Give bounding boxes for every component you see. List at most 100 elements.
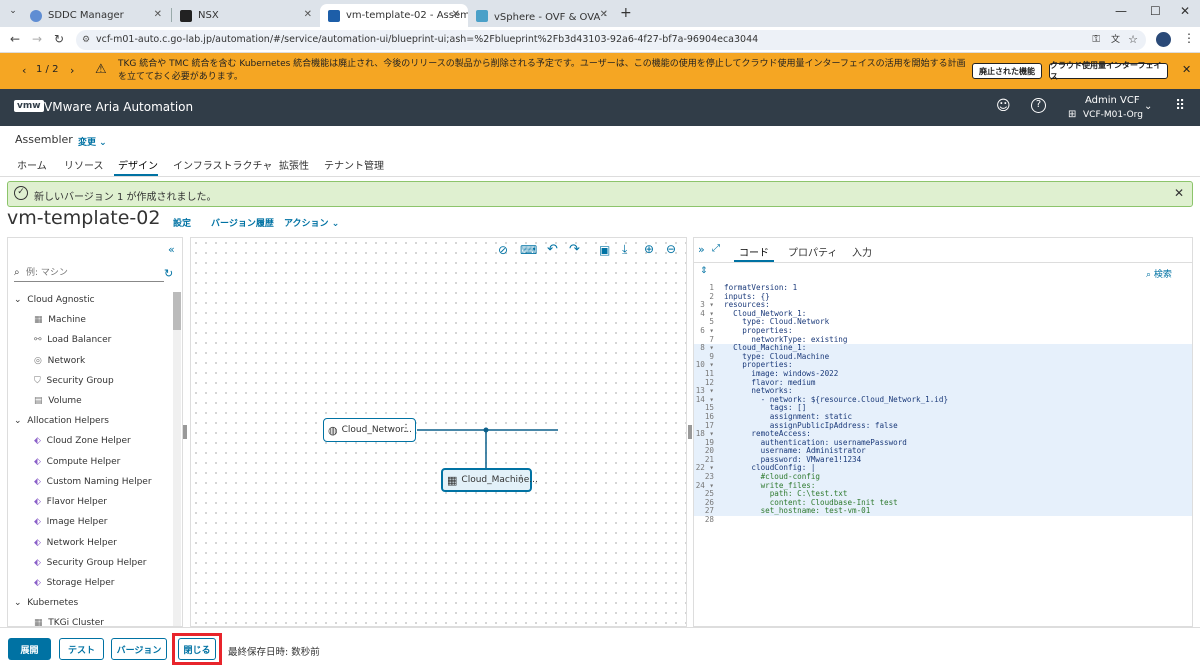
palette-item-security-group-helper[interactable]: ⬖ Security Group Helper [34, 558, 147, 568]
chrome-menu-icon[interactable]: ⋮ [1183, 31, 1195, 45]
palette-item-security-group[interactable]: ⛉ Security Group [34, 376, 114, 386]
collapse-editor-icon[interactable]: » [698, 243, 705, 256]
prev-notice-icon[interactable]: ‹ [22, 64, 27, 77]
palette-item-load-balancer[interactable]: ⚯ Load Balancer [34, 335, 112, 345]
forward-icon[interactable]: → [32, 32, 43, 46]
palette-item-compute-helper[interactable]: ⬖ Compute Helper [34, 457, 121, 467]
reload-icon[interactable]: ↻ [54, 32, 65, 46]
close-tab-icon[interactable]: ✕ [303, 9, 312, 20]
user-name[interactable]: Admin VCF [1085, 95, 1140, 106]
tab-code[interactable]: コード [739, 248, 769, 259]
zoom-in-icon[interactable]: ⊕ [644, 242, 655, 256]
palette-item-machine[interactable]: ▦ Machine [34, 315, 86, 325]
close-tab-icon[interactable]: ✕ [599, 9, 608, 20]
user-menu-chevron-icon[interactable]: ⌄ [1144, 101, 1153, 112]
tab-tenant-management[interactable]: テナント管理 [324, 161, 384, 172]
tab-properties[interactable]: プロパティ [788, 248, 838, 259]
translate-icon[interactable]: 文 [1110, 35, 1120, 45]
back-icon[interactable]: ← [10, 32, 21, 46]
right-splitter-handle[interactable] [688, 425, 692, 439]
node-menu-icon[interactable]: ⋮ [401, 423, 411, 434]
network-icon: ◎ [34, 356, 42, 366]
chevron-down-icon: ⌄ [99, 138, 107, 148]
keyboard-icon[interactable]: ⌨ [520, 243, 538, 257]
palette-item-cloud-zone-helper[interactable]: ⬖ Cloud Zone Helper [34, 436, 131, 446]
fold-toggle-icon[interactable]: ⇕ [700, 266, 708, 276]
palette-item-storage-helper[interactable]: ⬖ Storage Helper [34, 578, 115, 588]
version-history-link[interactable]: バージョン履歴 [211, 219, 274, 229]
actions-menu[interactable]: アクション ⌄ [284, 216, 339, 229]
tab-design[interactable]: デザイン [118, 161, 158, 172]
new-tab-button[interactable]: + [620, 5, 632, 21]
palette-item-tkgi-cluster[interactable]: ▦ TKGi Cluster [34, 618, 104, 627]
tab-inputs[interactable]: 入力 [852, 248, 872, 259]
palette-item-flavor-helper[interactable]: ⬖ Flavor Helper [34, 497, 107, 507]
cloud-consumption-button[interactable]: クラウド使用量インターフェイス [1049, 61, 1168, 81]
next-notice-icon[interactable]: › [70, 64, 75, 77]
org-name[interactable]: VCF-M01-Org [1083, 110, 1143, 120]
left-splitter-handle[interactable] [183, 425, 187, 439]
expand-editor-icon[interactable]: ⤢ [712, 243, 720, 254]
tab-extensibility[interactable]: 拡張性 [279, 161, 309, 172]
palette-item-custom-naming-helper[interactable]: ⬖ Custom Naming Helper [34, 477, 152, 487]
zoom-out-icon[interactable]: ⊖ [666, 242, 677, 256]
test-button[interactable]: テスト [59, 638, 104, 660]
tab-search-icon[interactable]: ⌄ [9, 6, 17, 16]
collapse-palette-icon[interactable]: « [168, 243, 175, 256]
canvas-node-cloud-network[interactable]: ◍ Cloud_Networ... ⋮ [323, 418, 416, 442]
maximize-icon[interactable]: ☐ [1150, 4, 1161, 18]
redo-icon[interactable]: ↷ [569, 242, 580, 257]
dismiss-alert-icon[interactable]: ✕ [1173, 186, 1184, 200]
palette-search[interactable]: ⌕ [14, 266, 164, 282]
design-canvas[interactable]: ⊘ ⌨ ↶ ↷ ▣ ⤓ ⊕ ⊖ ◍ Cloud_Networ... ⋮ ▦ Cl… [190, 237, 687, 627]
key-icon[interactable]: ⚿ [1092, 34, 1100, 45]
help-icon[interactable]: ? [1031, 98, 1046, 113]
tab-infrastructure[interactable]: インフラストラクチャ [173, 161, 273, 172]
settings-link[interactable]: 設定 [173, 219, 192, 229]
bookmark-star-icon[interactable]: ☆ [1128, 33, 1138, 46]
refresh-icon[interactable]: ↻ [164, 267, 174, 280]
palette-item-image-helper[interactable]: ⬖ Image Helper [34, 517, 108, 527]
browser-tab-sddc[interactable]: SDDC Manager✕ [22, 4, 170, 27]
group-cloud-agnostic[interactable]: ⌄ Cloud Agnostic [14, 295, 95, 305]
group-allocation-helpers[interactable]: ⌄ Allocation Helpers [14, 416, 109, 426]
browser-tab-assembler[interactable]: vm-template-02 - Assembler✕ [320, 4, 468, 27]
layout-icon[interactable]: ▣ [599, 243, 611, 257]
group-kubernetes[interactable]: ⌄ Kubernetes [14, 598, 79, 608]
tab-home[interactable]: ホーム [17, 161, 47, 172]
browser-tab-vsphere[interactable]: vSphere - OVF & OVA テンプレー✕ [468, 4, 616, 27]
service-change-link[interactable]: 変更 ⌄ [78, 135, 107, 148]
hide-connections-icon[interactable]: ⊘ [498, 243, 509, 257]
close-tab-icon[interactable]: ✕ [451, 9, 460, 20]
palette-item-volume[interactable]: ▤ Volume [34, 396, 82, 406]
minimize-icon[interactable]: — [1115, 4, 1127, 18]
version-button[interactable]: バージョン [111, 638, 167, 660]
close-button[interactable]: 閉じる [178, 638, 216, 660]
site-info-icon[interactable]: ⚙ [82, 35, 91, 45]
palette-search-input[interactable] [26, 266, 162, 280]
download-icon[interactable]: ⤓ [622, 242, 628, 256]
palette-item-network-helper[interactable]: ⬖ Network Helper [34, 538, 117, 548]
deprecated-features-button[interactable]: 廃止された機能 [972, 63, 1042, 79]
feedback-icon[interactable]: ☺ [996, 98, 1011, 114]
tab-resources[interactable]: リソース [64, 161, 104, 172]
palette-item-network[interactable]: ◎ Network [34, 356, 86, 366]
close-tab-icon[interactable]: ✕ [153, 9, 162, 20]
deprecation-notice-banner: ‹ 1 / 2 › ⚠ TKG 統合や TMC 統合を含む Kubernetes… [0, 53, 1200, 89]
deploy-button[interactable]: 展開 [8, 638, 51, 660]
canvas-node-cloud-machine[interactable]: ▦ Cloud_Machine... ⋮ [441, 468, 538, 492]
palette-scrollbar[interactable] [173, 292, 181, 626]
address-bar[interactable]: ⚙ vcf-m01-auto.c.go-lab.jp/automation/#/… [76, 30, 1146, 50]
editor-search[interactable]: ⌕ 検索 [1146, 267, 1172, 280]
profile-avatar[interactable] [1156, 32, 1171, 47]
load-balancer-icon: ⚯ [34, 335, 42, 345]
apps-grid-icon[interactable]: ⠿ [1175, 98, 1186, 114]
node-menu-icon[interactable]: ⋮ [516, 474, 526, 485]
window-close-icon[interactable]: ✕ [1180, 4, 1191, 18]
node-label: Cloud_Machine... [461, 475, 538, 485]
close-notice-icon[interactable]: ✕ [1182, 63, 1192, 76]
undo-icon[interactable]: ↶ [547, 242, 558, 257]
browser-tab-nsx[interactable]: NSX✕ [172, 4, 320, 27]
